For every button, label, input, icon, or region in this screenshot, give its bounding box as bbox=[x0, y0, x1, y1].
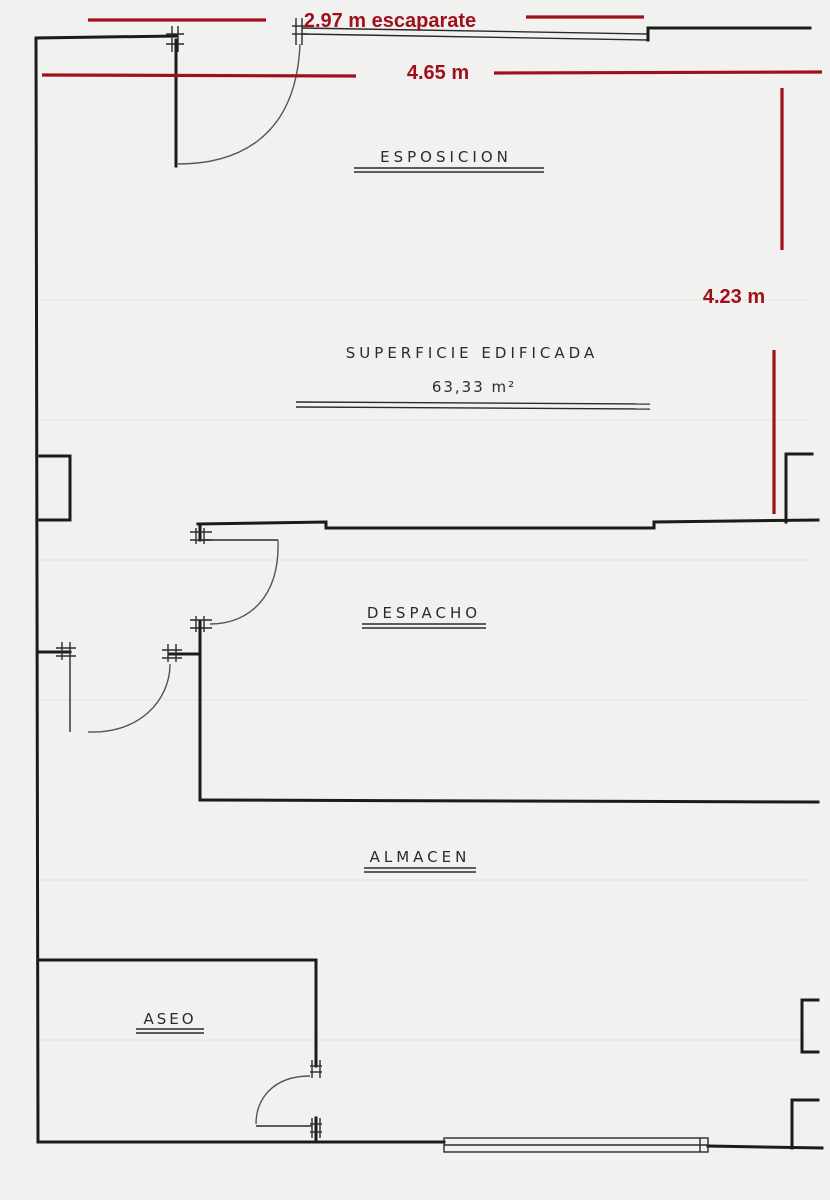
wall-niche-left bbox=[38, 454, 72, 522]
wall-bottom-right bbox=[706, 1144, 824, 1150]
dimension-width-label: 4.65 m bbox=[407, 62, 469, 84]
office-door bbox=[190, 528, 279, 656]
outer-walls bbox=[34, 26, 824, 1150]
dim-line-width-left bbox=[41, 73, 357, 78]
dimension-front-label: 2.97 m escaparate bbox=[304, 10, 476, 32]
room-label-toilet: ASEO bbox=[143, 1010, 196, 1028]
area-value: 63,33 m² bbox=[432, 378, 516, 396]
toilet-walls bbox=[38, 958, 322, 1144]
dimension-depth-label: 4.23 m bbox=[703, 286, 765, 308]
office-walls bbox=[196, 518, 820, 804]
wall-top-left bbox=[34, 34, 178, 1144]
wall-niche-right-upper bbox=[784, 452, 814, 524]
wall-niche-right-middle bbox=[800, 998, 820, 1054]
area-label: SUPERFICIE EDIFICADA bbox=[346, 344, 598, 362]
room-label-storage: ALMACEN bbox=[370, 848, 471, 866]
entrance-door bbox=[166, 26, 301, 168]
bottom-window bbox=[443, 1137, 709, 1153]
dim-line-width-right bbox=[493, 70, 823, 75]
dimension-lines bbox=[41, 15, 823, 514]
storefront-window bbox=[292, 18, 650, 45]
wall-niche-right-lower bbox=[790, 1098, 820, 1150]
room-label-exhibition: ESPOSICION bbox=[380, 148, 512, 166]
room-label-office: DESPACHO bbox=[367, 604, 481, 622]
storage-door bbox=[38, 642, 202, 733]
paper-ruling bbox=[40, 299, 810, 1041]
